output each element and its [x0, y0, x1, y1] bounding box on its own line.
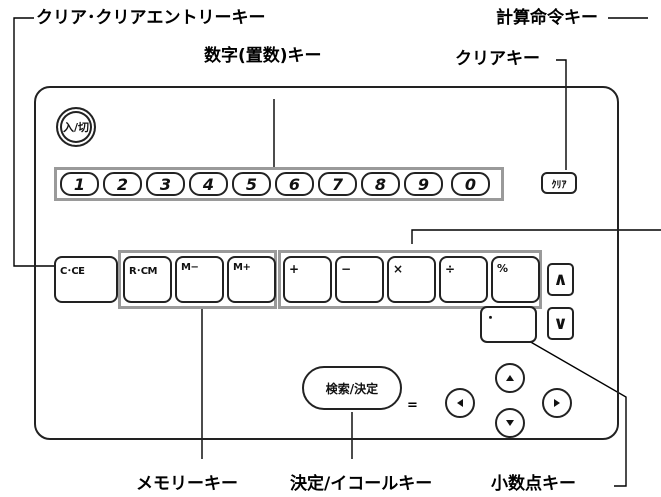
digit-key-6[interactable]: 6: [275, 172, 314, 196]
memory-key-label: メモリーキー: [136, 474, 238, 494]
digit-key-label: 0: [464, 174, 477, 194]
digit-key-4[interactable]: 4: [189, 172, 228, 196]
digit-key-1[interactable]: 1: [60, 172, 99, 196]
down-button[interactable]: ∨: [547, 307, 574, 340]
decimal-button-label: ･: [487, 311, 494, 327]
clear-button-label: ｸﾘｱ: [551, 179, 567, 191]
decimal-button[interactable]: ･: [480, 306, 537, 343]
multiply-button[interactable]: ×: [387, 256, 436, 303]
decimal-key-label: 小数点キー: [491, 474, 576, 494]
up-button[interactable]: ∧: [547, 263, 574, 296]
keyboard-panel: [34, 86, 619, 440]
clear-entry-button-label: C･CE: [60, 266, 85, 277]
digit-key-label: 2: [116, 174, 129, 194]
triangle-left-icon: [457, 399, 463, 407]
triangle-right-icon: [554, 399, 560, 407]
divide-button[interactable]: ÷: [439, 256, 488, 303]
down-arrow-icon: ∨: [553, 313, 568, 334]
search-decide-button[interactable]: 検索/決定: [302, 366, 402, 410]
calc-command-key-label: 計算命令キー: [496, 8, 598, 28]
equal-sign: =: [407, 398, 418, 413]
digit-key-label: 4: [202, 174, 215, 194]
digit-key-5[interactable]: 5: [232, 172, 271, 196]
recall-clear-memory-label: R･CM: [129, 266, 158, 277]
triangle-down-icon: [506, 420, 514, 426]
minus-label: −: [341, 262, 351, 276]
number-keys-label: 数字(置数)キー: [204, 46, 322, 66]
digit-key-2[interactable]: 2: [103, 172, 142, 196]
memory-plus-button[interactable]: M+: [227, 256, 276, 303]
clear-entry-key-label: クリア･クリアエントリーキー: [36, 8, 266, 28]
clear-key-label: クリアキー: [455, 49, 540, 69]
plus-label: +: [289, 262, 299, 276]
digit-key-label: 1: [73, 174, 86, 194]
digit-key-8[interactable]: 8: [361, 172, 400, 196]
memory-minus-button[interactable]: M−: [175, 256, 224, 303]
power-button[interactable]: 入/切: [56, 107, 96, 147]
cursor-left-button[interactable]: [445, 388, 475, 418]
minus-button[interactable]: −: [335, 256, 384, 303]
plus-button[interactable]: +: [283, 256, 332, 303]
cursor-up-button[interactable]: [495, 363, 525, 393]
triangle-up-icon: [506, 375, 514, 381]
digit-key-0[interactable]: 0: [451, 172, 490, 196]
divide-label: ÷: [445, 262, 455, 276]
recall-clear-memory-button[interactable]: R･CM: [123, 256, 172, 303]
cursor-right-button[interactable]: [542, 388, 572, 418]
power-button-label: 入/切: [62, 121, 90, 134]
digit-key-7[interactable]: 7: [318, 172, 357, 196]
operator-key-group: [278, 250, 542, 309]
percent-label: %: [497, 262, 508, 275]
memory-plus-label: M+: [233, 262, 251, 273]
percent-button[interactable]: %: [491, 256, 540, 303]
digit-key-label: 6: [288, 174, 301, 194]
digit-key-label: 8: [374, 174, 387, 194]
multiply-label: ×: [393, 262, 403, 276]
cursor-down-button[interactable]: [495, 408, 525, 438]
search-decide-label: 検索/決定: [325, 381, 379, 396]
digit-key-group: [54, 167, 504, 201]
up-arrow-icon: ∧: [553, 269, 568, 290]
digit-key-label: 7: [331, 174, 344, 194]
digit-key-3[interactable]: 3: [146, 172, 185, 196]
clear-button[interactable]: ｸﾘｱ: [541, 172, 577, 194]
digit-key-9[interactable]: 9: [404, 172, 443, 196]
clear-entry-button[interactable]: C･CE: [54, 256, 118, 303]
decide-equal-key-label: 決定/イコールキー: [290, 474, 433, 494]
digit-key-label: 9: [417, 174, 430, 194]
digit-key-label: 3: [159, 174, 172, 194]
memory-minus-label: M−: [181, 262, 199, 273]
digit-key-label: 5: [245, 174, 258, 194]
